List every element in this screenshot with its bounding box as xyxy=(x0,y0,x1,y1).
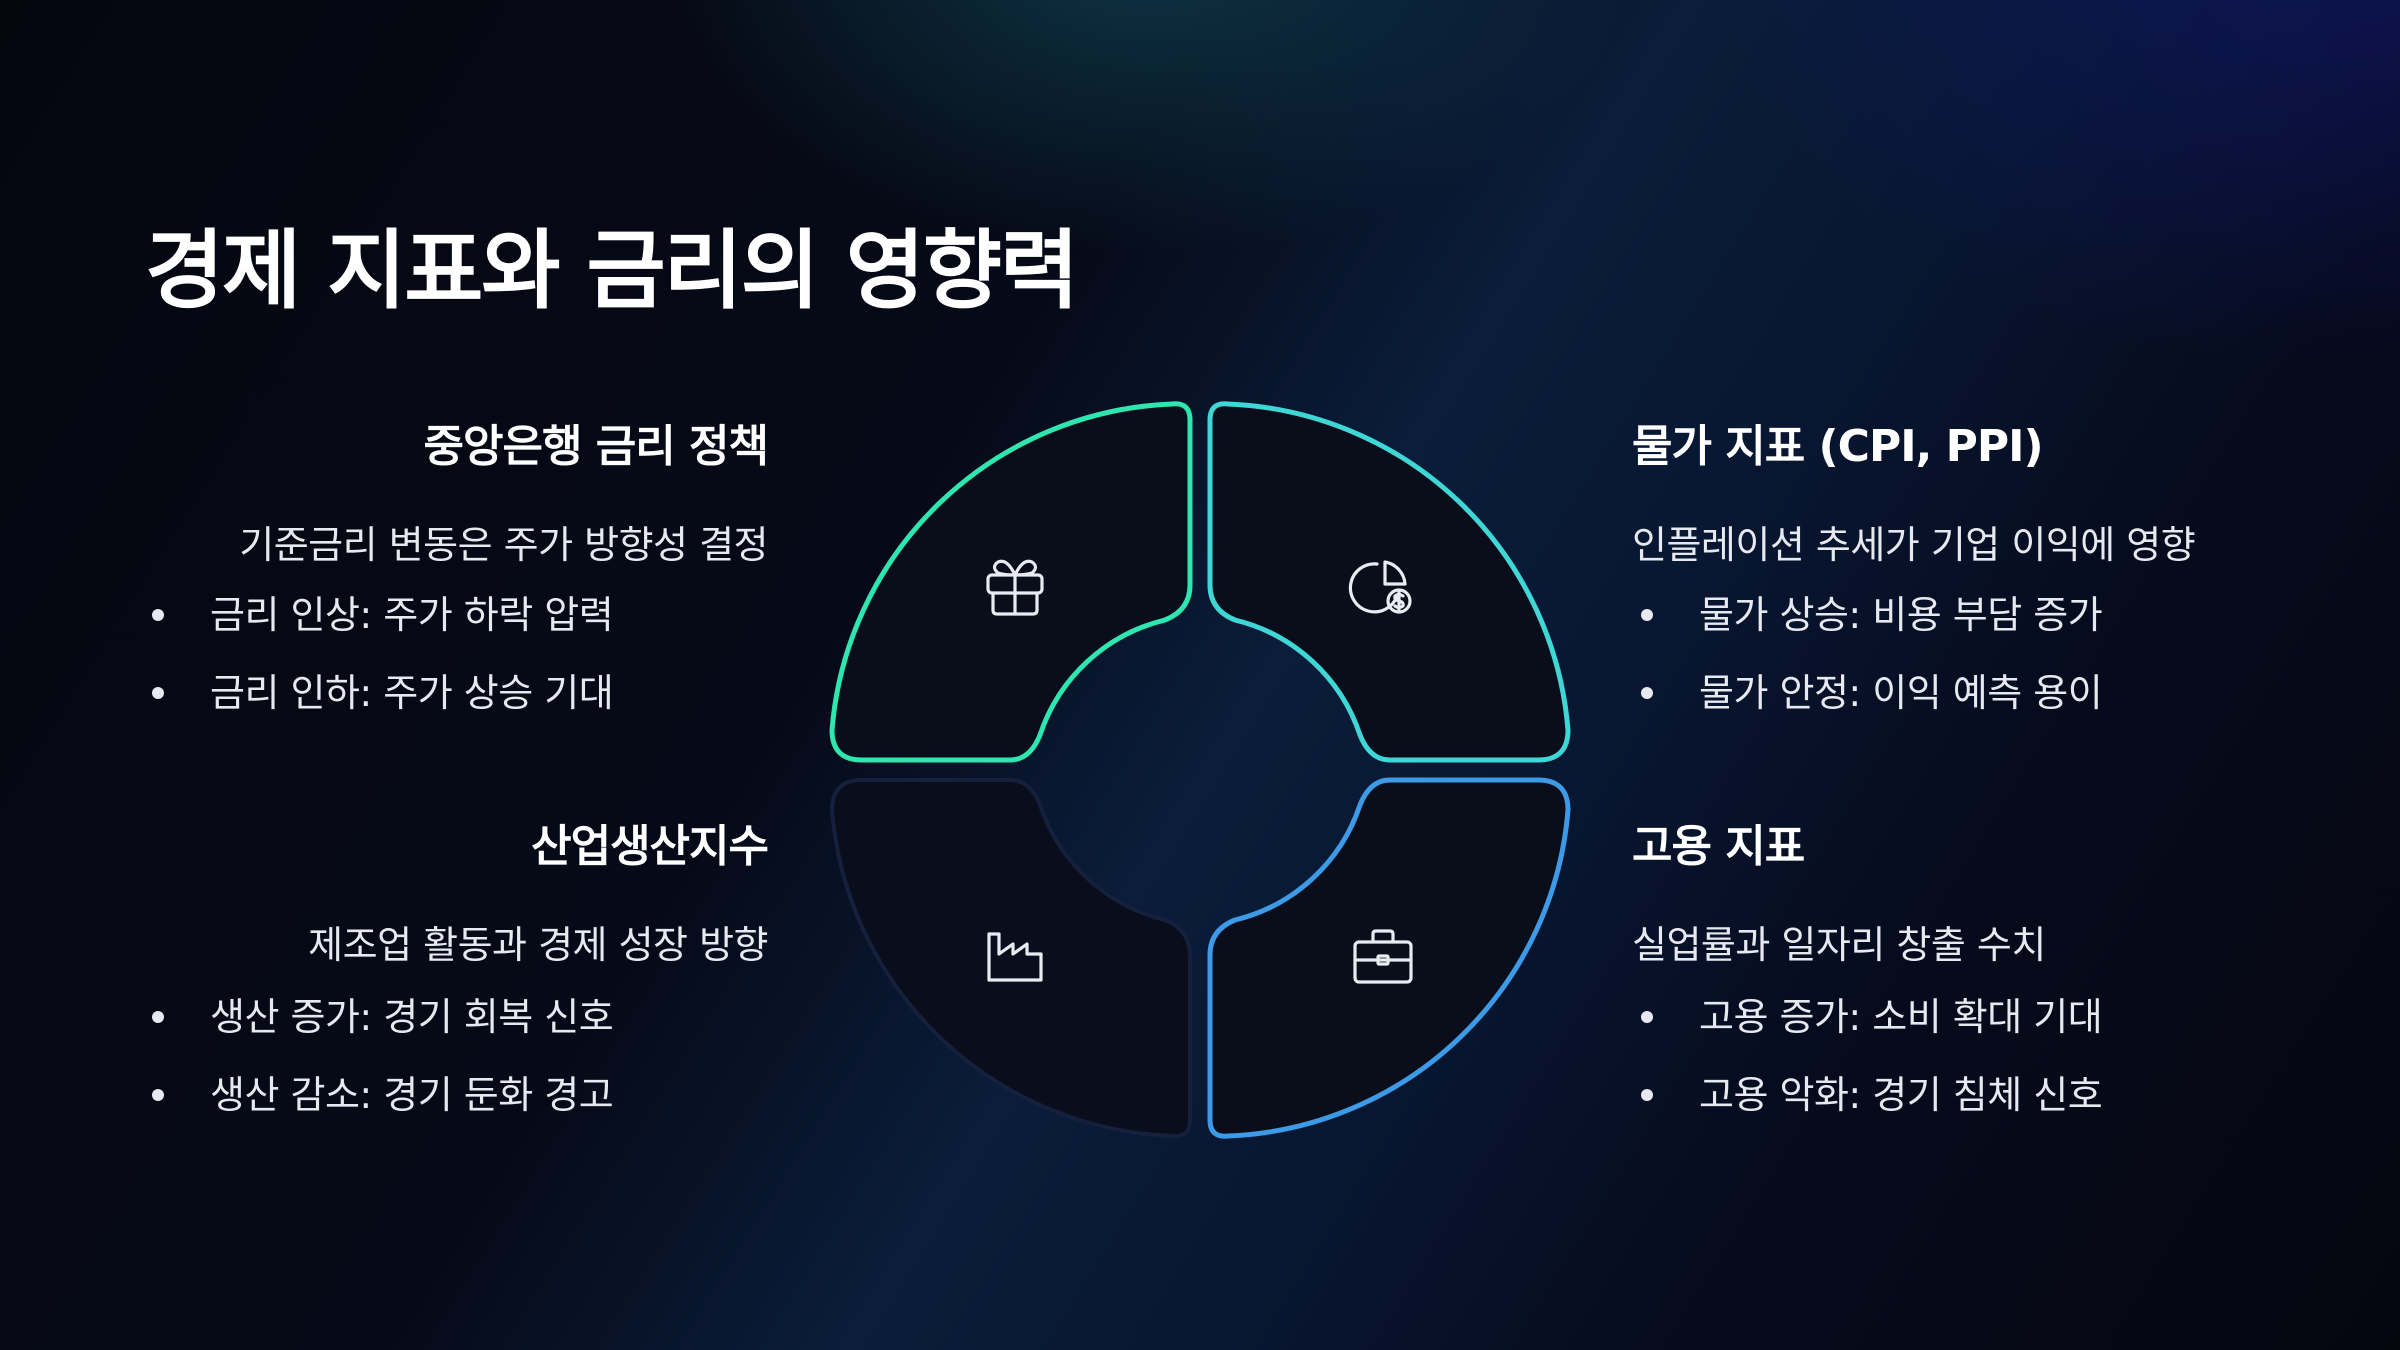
bullet-text: 고용 악화: 경기 침체 신호 xyxy=(1699,1073,2103,1117)
bullet-dot xyxy=(1641,609,1653,621)
bullet-dot xyxy=(152,609,164,621)
block-price-index: 물가 지표 (CPI, PPI) 인플레이션 추세가 기업 이익에 영향 xyxy=(1632,410,2196,569)
heading-employment: 고용 지표 xyxy=(1632,821,1805,872)
list-item: 생산 감소: 경기 둔화 경고 xyxy=(148,1070,614,1148)
bullet-dot xyxy=(1641,1089,1653,1101)
list-item: 생산 증가: 경기 회복 신호 xyxy=(148,992,614,1070)
bullet-text: 생산 증가: 경기 회복 신호 xyxy=(210,995,614,1039)
bullet-text: 물가 상승: 비용 부담 증가 xyxy=(1699,593,2103,637)
block-employment: 고용 지표 실업률과 일자리 창출 수치 xyxy=(1632,810,2046,969)
list-item: 고용 악화: 경기 침체 신호 xyxy=(1637,1070,2103,1148)
bullet-dot xyxy=(152,1011,164,1023)
bullet-text: 금리 인상: 주가 하락 압력 xyxy=(210,593,614,637)
bullet-dot xyxy=(152,687,164,699)
bullet-text: 생산 감소: 경기 둔화 경고 xyxy=(210,1073,614,1117)
bullet-text: 금리 인하: 주가 상승 기대 xyxy=(210,671,614,715)
bullets-central-bank: 금리 인상: 주가 하락 압력 금리 인하: 주가 상승 기대 xyxy=(148,590,614,746)
desc-industrial-production: 제조업 활동과 경제 성장 방향 xyxy=(308,923,768,967)
heading-industrial-production: 산업생산지수 xyxy=(531,821,769,872)
quadrant-wheel xyxy=(829,401,1571,1139)
bullet-dot xyxy=(1641,1011,1653,1023)
briefcase-icon xyxy=(1353,929,1413,984)
desc-employment: 실업률과 일자리 창출 수치 xyxy=(1632,923,2046,967)
slide-title: 경제 지표와 금리의 영향력 xyxy=(145,221,1079,321)
desc-central-bank: 기준금리 변동은 주가 방향성 결정 xyxy=(239,523,768,567)
bullets-price-index: 물가 상승: 비용 부담 증가 물가 안정: 이익 예측 용이 xyxy=(1637,590,2103,746)
desc-price-index: 인플레이션 추세가 기업 이익에 영향 xyxy=(1632,523,2196,567)
pie-chart-dollar-icon xyxy=(1348,560,1412,614)
segment-bottom-left xyxy=(830,778,1192,1139)
bullet-dot xyxy=(152,1089,164,1101)
block-industrial-production: 산업생산지수 제조업 활동과 경제 성장 방향 xyxy=(308,810,769,969)
heading-price-index: 물가 지표 (CPI, PPI) xyxy=(1632,421,2044,472)
factory-icon xyxy=(987,932,1043,982)
list-item: 고용 증가: 소비 확대 기대 xyxy=(1637,992,2103,1070)
list-item: 금리 인하: 주가 상승 기대 xyxy=(148,668,614,746)
gift-icon xyxy=(986,559,1044,616)
block-central-bank: 중앙은행 금리 정책 기준금리 변동은 주가 방향성 결정 xyxy=(239,410,769,569)
list-item: 물가 상승: 비용 부담 증가 xyxy=(1637,590,2103,668)
bullets-employment: 고용 증가: 소비 확대 기대 고용 악화: 경기 침체 신호 xyxy=(1637,992,2103,1148)
bullet-dot xyxy=(1641,687,1653,699)
bullet-text: 물가 안정: 이익 예측 용이 xyxy=(1699,671,2103,715)
heading-central-bank: 중앙은행 금리 정책 xyxy=(423,421,769,472)
bullets-industrial-production: 생산 증가: 경기 회복 신호 생산 감소: 경기 둔화 경고 xyxy=(148,992,614,1148)
segment-top-left xyxy=(829,401,1193,763)
bullet-text: 고용 증가: 소비 확대 기대 xyxy=(1699,995,2103,1039)
list-item: 금리 인상: 주가 하락 압력 xyxy=(148,590,614,668)
list-item: 물가 안정: 이익 예측 용이 xyxy=(1637,668,2103,746)
segment-top-right xyxy=(1207,401,1571,763)
